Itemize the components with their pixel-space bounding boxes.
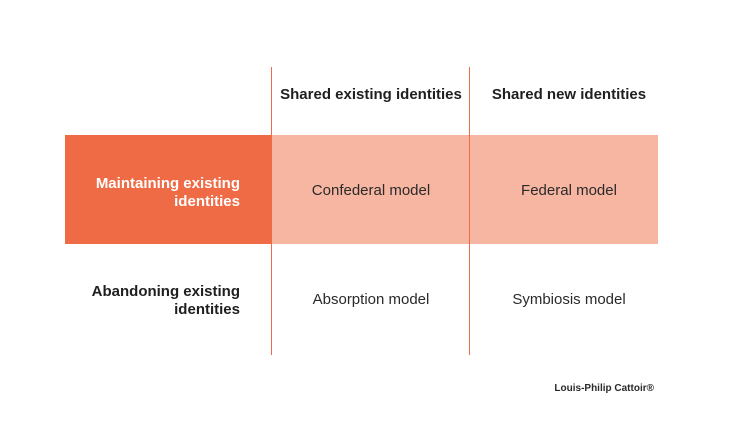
cell-confederal-model: Confederal model [311, 182, 431, 199]
column-header-shared-existing: Shared existing identities [280, 86, 462, 103]
row-header-abandoning: Abandoning existing identities [91, 283, 240, 318]
cell-symbiosis-model: Symbiosis model [512, 291, 626, 308]
highlighted-row-label-cell [65, 135, 272, 244]
cell-federal-model: Federal model [521, 182, 617, 199]
column-header-shared-new: Shared new identities [491, 86, 647, 103]
row-header-maintaining: Maintaining existing identities [95, 175, 240, 210]
author-credit: Louis-Philip Cattoir® [554, 383, 654, 394]
column-divider-2 [469, 67, 470, 355]
column-divider-1 [271, 67, 272, 355]
cell-absorption-model: Absorption model [312, 291, 430, 308]
